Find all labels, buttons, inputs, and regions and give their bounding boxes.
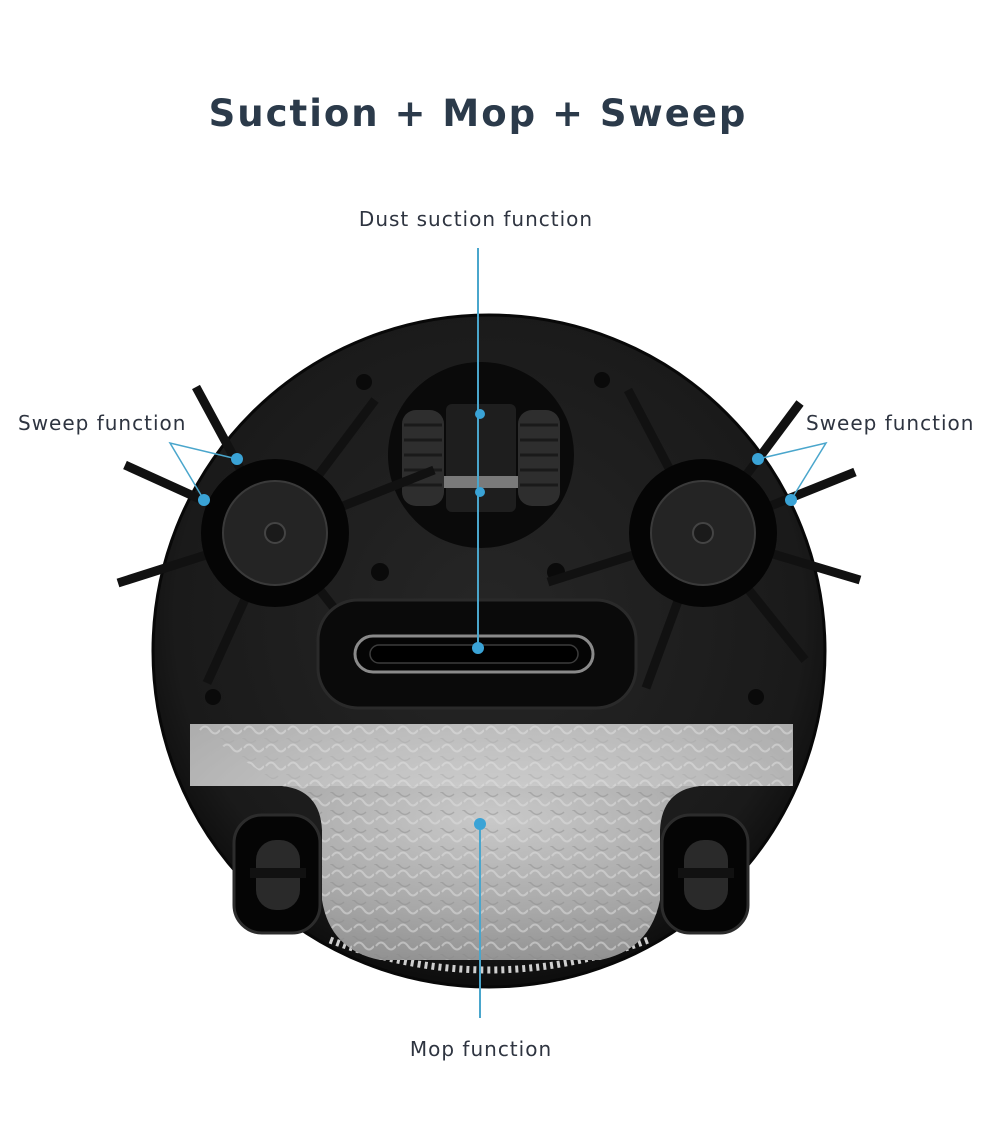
left-caster-wheel — [232, 813, 322, 935]
right-sweep-callout — [752, 441, 828, 506]
mop-callout — [474, 818, 486, 1018]
dust-suction-label: Dust suction function — [358, 207, 594, 231]
sweep-right-label: Sweep function — [806, 411, 975, 435]
drive-wheel-assembly — [388, 362, 574, 548]
right-side-brush — [546, 387, 862, 690]
mop-pad — [190, 724, 793, 960]
left-side-brush — [116, 384, 436, 685]
suction-inlet — [316, 598, 638, 710]
page-title: Suction + Mop + Sweep — [208, 92, 748, 135]
sweep-left-label: Sweep function — [18, 411, 187, 435]
dust-suction-callout — [472, 248, 485, 654]
left-sweep-callout — [168, 441, 243, 506]
mop-label: Mop function — [409, 1037, 553, 1061]
right-caster-wheel — [660, 813, 750, 935]
